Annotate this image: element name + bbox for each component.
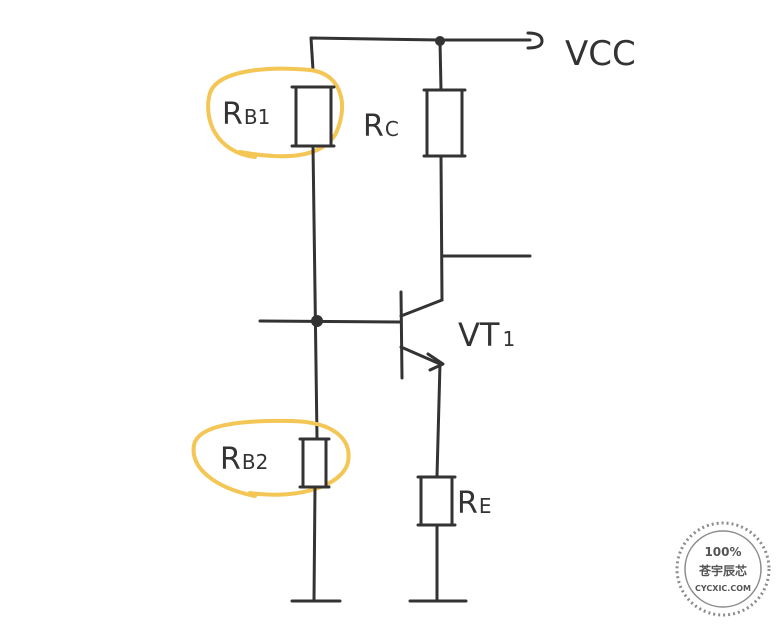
vcc-label: VCC bbox=[565, 34, 636, 74]
stamp-top-text: 100% bbox=[704, 545, 741, 559]
rb2-label: RB2 bbox=[220, 442, 268, 477]
input-wire bbox=[258, 319, 402, 324]
stamp-outer-ring bbox=[675, 521, 771, 617]
rb2-ground-wire bbox=[312, 485, 317, 602]
rb2-resistor bbox=[301, 437, 328, 489]
stamp-middle-text: 苍宇辰芯 bbox=[698, 563, 747, 578]
re-label: RE bbox=[457, 486, 492, 521]
vt1-base-bar bbox=[399, 290, 404, 380]
rb1-highlight bbox=[206, 66, 344, 159]
rb1-label: RB1 bbox=[222, 97, 270, 132]
vt1-collector-lead bbox=[399, 298, 444, 318]
vcc-rail: VCC bbox=[309, 31, 636, 74]
collector-wire bbox=[439, 154, 444, 302]
watermark-stamp: 100% 苍宇辰芯 CYCXIC.COM bbox=[675, 521, 771, 617]
vt1-emitter-arrow bbox=[426, 352, 445, 372]
emitter-wire bbox=[435, 362, 442, 478]
top-rail-wire bbox=[309, 36, 532, 72]
rc-top-wire bbox=[438, 39, 443, 92]
rc-label: RC bbox=[363, 109, 399, 144]
base-junction-dot bbox=[311, 315, 323, 327]
vcc-terminal bbox=[526, 31, 544, 50]
divider-wire bbox=[311, 144, 319, 440]
rc-resistor bbox=[425, 88, 464, 158]
rc-cap-lines bbox=[422, 88, 467, 158]
rb1-group: RB1 bbox=[206, 66, 344, 159]
re-resistor bbox=[419, 475, 454, 527]
stamp-bottom-text: CYCXIC.COM bbox=[695, 584, 751, 593]
rb1-resistor bbox=[294, 85, 333, 148]
bias-divider bbox=[258, 144, 402, 440]
re-group: RE bbox=[408, 362, 492, 603]
stamp-inner-ring bbox=[684, 530, 762, 608]
vt1-emitter-lead bbox=[399, 345, 442, 366]
rb2-highlight bbox=[191, 418, 351, 498]
rc-group: RC bbox=[363, 39, 532, 302]
rb2-group: RB2 bbox=[191, 418, 351, 603]
